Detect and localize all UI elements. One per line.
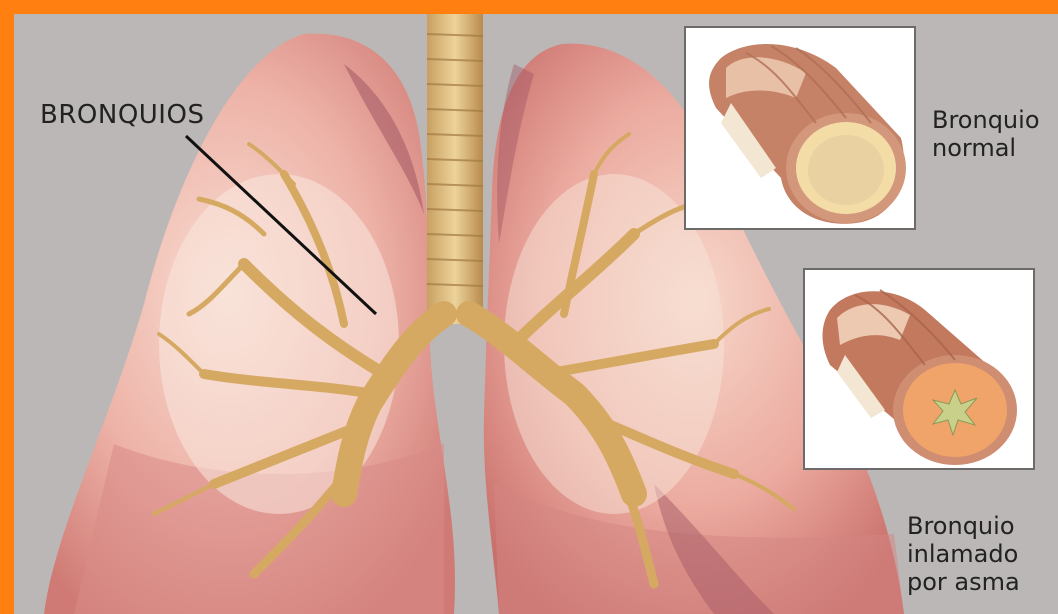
bronchi-label: BRONQUIOS: [40, 100, 204, 130]
normal-bronchus-inset: [684, 26, 916, 230]
inflamed-bronchus-illustration: [805, 270, 1033, 468]
normal-bronchus-illustration: [686, 28, 914, 228]
inflamed-bronchus-inset: [803, 268, 1035, 470]
normal-bronchus-label: Bronquio normal: [932, 106, 1040, 162]
illustration-panel: BRONQUIOS Bronquio normal: [14, 14, 1058, 614]
inflamed-bronchus-label: Bronquio inlamado por asma: [907, 512, 1020, 596]
